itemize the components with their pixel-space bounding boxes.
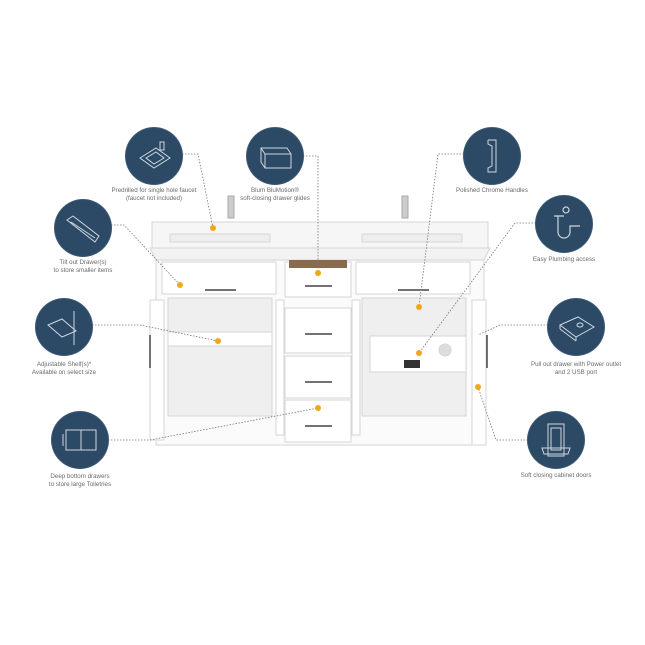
pipe-icon — [536, 196, 592, 252]
sink-icon — [126, 128, 182, 184]
feature-label-tilt: Tilt out Drawer(s)to store smaller items — [53, 259, 113, 274]
feature-label-shelf: Adjustable Shelf(s)*Available on select … — [31, 361, 97, 376]
leader-lines — [92, 153, 548, 441]
feature-label-glides: Blum BluMotion®soft-closing drawer glide… — [240, 187, 310, 202]
feature-label-faucet: Predrilled for single hole faucet(faucet… — [111, 187, 197, 202]
shelf-icon — [36, 299, 92, 355]
tilt-drawer-icon — [55, 200, 111, 256]
handle-icon — [464, 128, 520, 184]
drawer-box-icon — [247, 128, 303, 184]
feature-label-doors: Soft closing cabinet doors — [520, 472, 592, 479]
chrome-handles — [149, 285, 488, 427]
feature-label-handles: Polished Chrome Handles — [456, 187, 528, 194]
deep-drawer-icon — [52, 412, 108, 468]
power-drawer-icon — [548, 299, 604, 355]
vanity-cabinet — [149, 195, 491, 446]
cabinet-door-icon — [528, 412, 584, 468]
feature-label-plumbing: Easy Plumbing access — [532, 256, 596, 263]
feature-markers — [177, 225, 481, 411]
